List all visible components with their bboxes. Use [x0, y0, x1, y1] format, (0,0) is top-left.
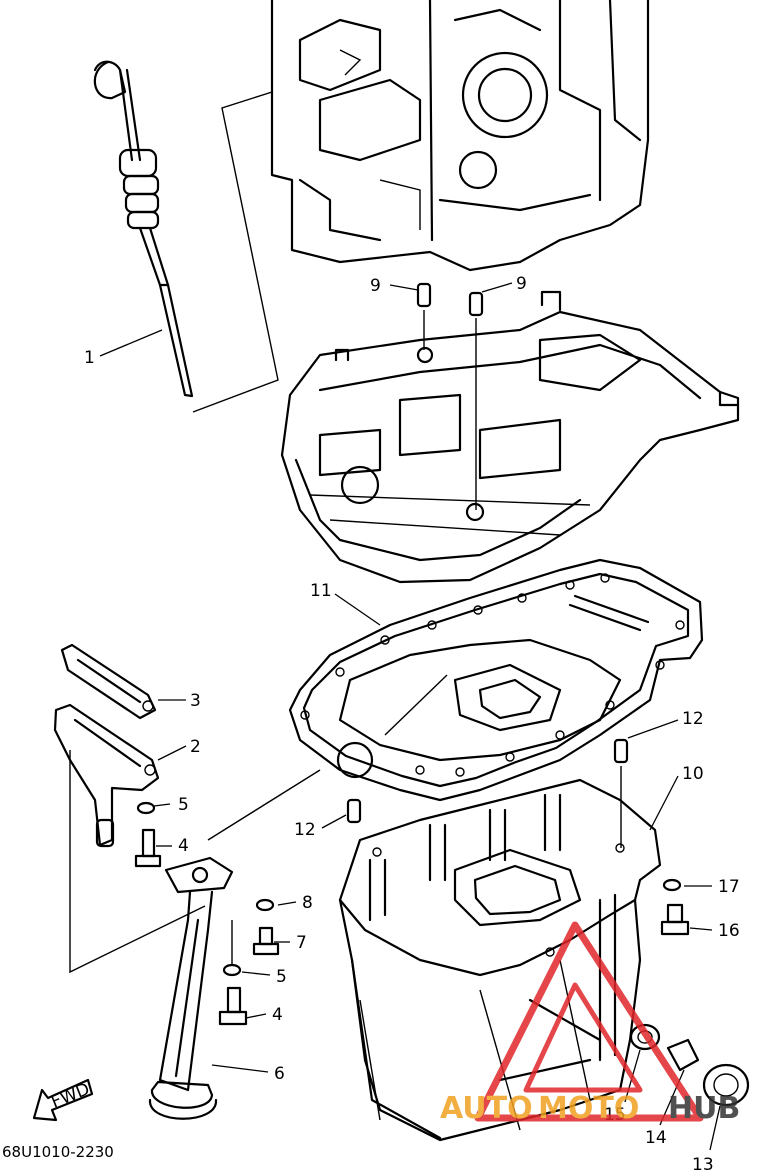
callout-3: 3 [190, 691, 201, 711]
callout-numbers: 1 2 3 4 4 5 5 6 7 8 9 9 10 11 12 12 13 1… [84, 274, 740, 1172]
oil-pan [338, 778, 662, 1142]
fwd-arrow: FWD [32, 1078, 94, 1122]
callout-9b: 9 [516, 274, 527, 294]
callout-6: 6 [274, 1064, 285, 1084]
dipstick-guide-line [192, 91, 279, 413]
callout-12b: 12 [294, 820, 316, 840]
callout-leaders [99, 282, 721, 1151]
gasket-center-line [384, 674, 448, 736]
watermark-hub: HUB [668, 1091, 740, 1126]
dipstick [93, 60, 194, 398]
diagram-code: 68U1010-2230 [2, 1143, 114, 1161]
callout-2: 2 [190, 737, 201, 757]
callout-8: 8 [302, 893, 313, 913]
watermark-logo: AUTO MOTO HUB [440, 921, 740, 1126]
dowel-pins [416, 282, 484, 510]
callout-1: 1 [84, 348, 95, 368]
callout-10: 10 [682, 764, 704, 784]
callout-11: 11 [310, 581, 332, 601]
engine-block [270, 0, 650, 272]
gasket-guide-line [207, 769, 321, 841]
oil-strainer [148, 856, 234, 1120]
strainer-gasket [60, 643, 157, 720]
callout-16: 16 [718, 921, 740, 941]
callout-5b: 5 [276, 967, 287, 987]
oil-pan-gasket [288, 558, 704, 802]
strainer-guide-line [69, 750, 206, 974]
fasteners [134, 801, 750, 1107]
upper-casing [280, 290, 740, 584]
callout-4b: 4 [272, 1005, 283, 1025]
callout-7: 7 [296, 933, 307, 953]
watermark-auto: AUTO [440, 1091, 533, 1126]
strainer-housing [53, 703, 160, 848]
oil-pan-dowels [346, 738, 629, 848]
watermark-triangle-icon [474, 921, 704, 1122]
watermark-moto: MOTO [538, 1091, 639, 1126]
callout-9a: 9 [370, 276, 381, 296]
callout-5a: 5 [178, 795, 189, 815]
fwd-label: FWD [48, 1079, 92, 1112]
callout-13: 13 [692, 1155, 714, 1172]
callout-4a: 4 [178, 836, 189, 856]
callout-12a: 12 [682, 709, 704, 729]
callout-14: 14 [645, 1128, 667, 1148]
callout-17: 17 [718, 877, 740, 897]
